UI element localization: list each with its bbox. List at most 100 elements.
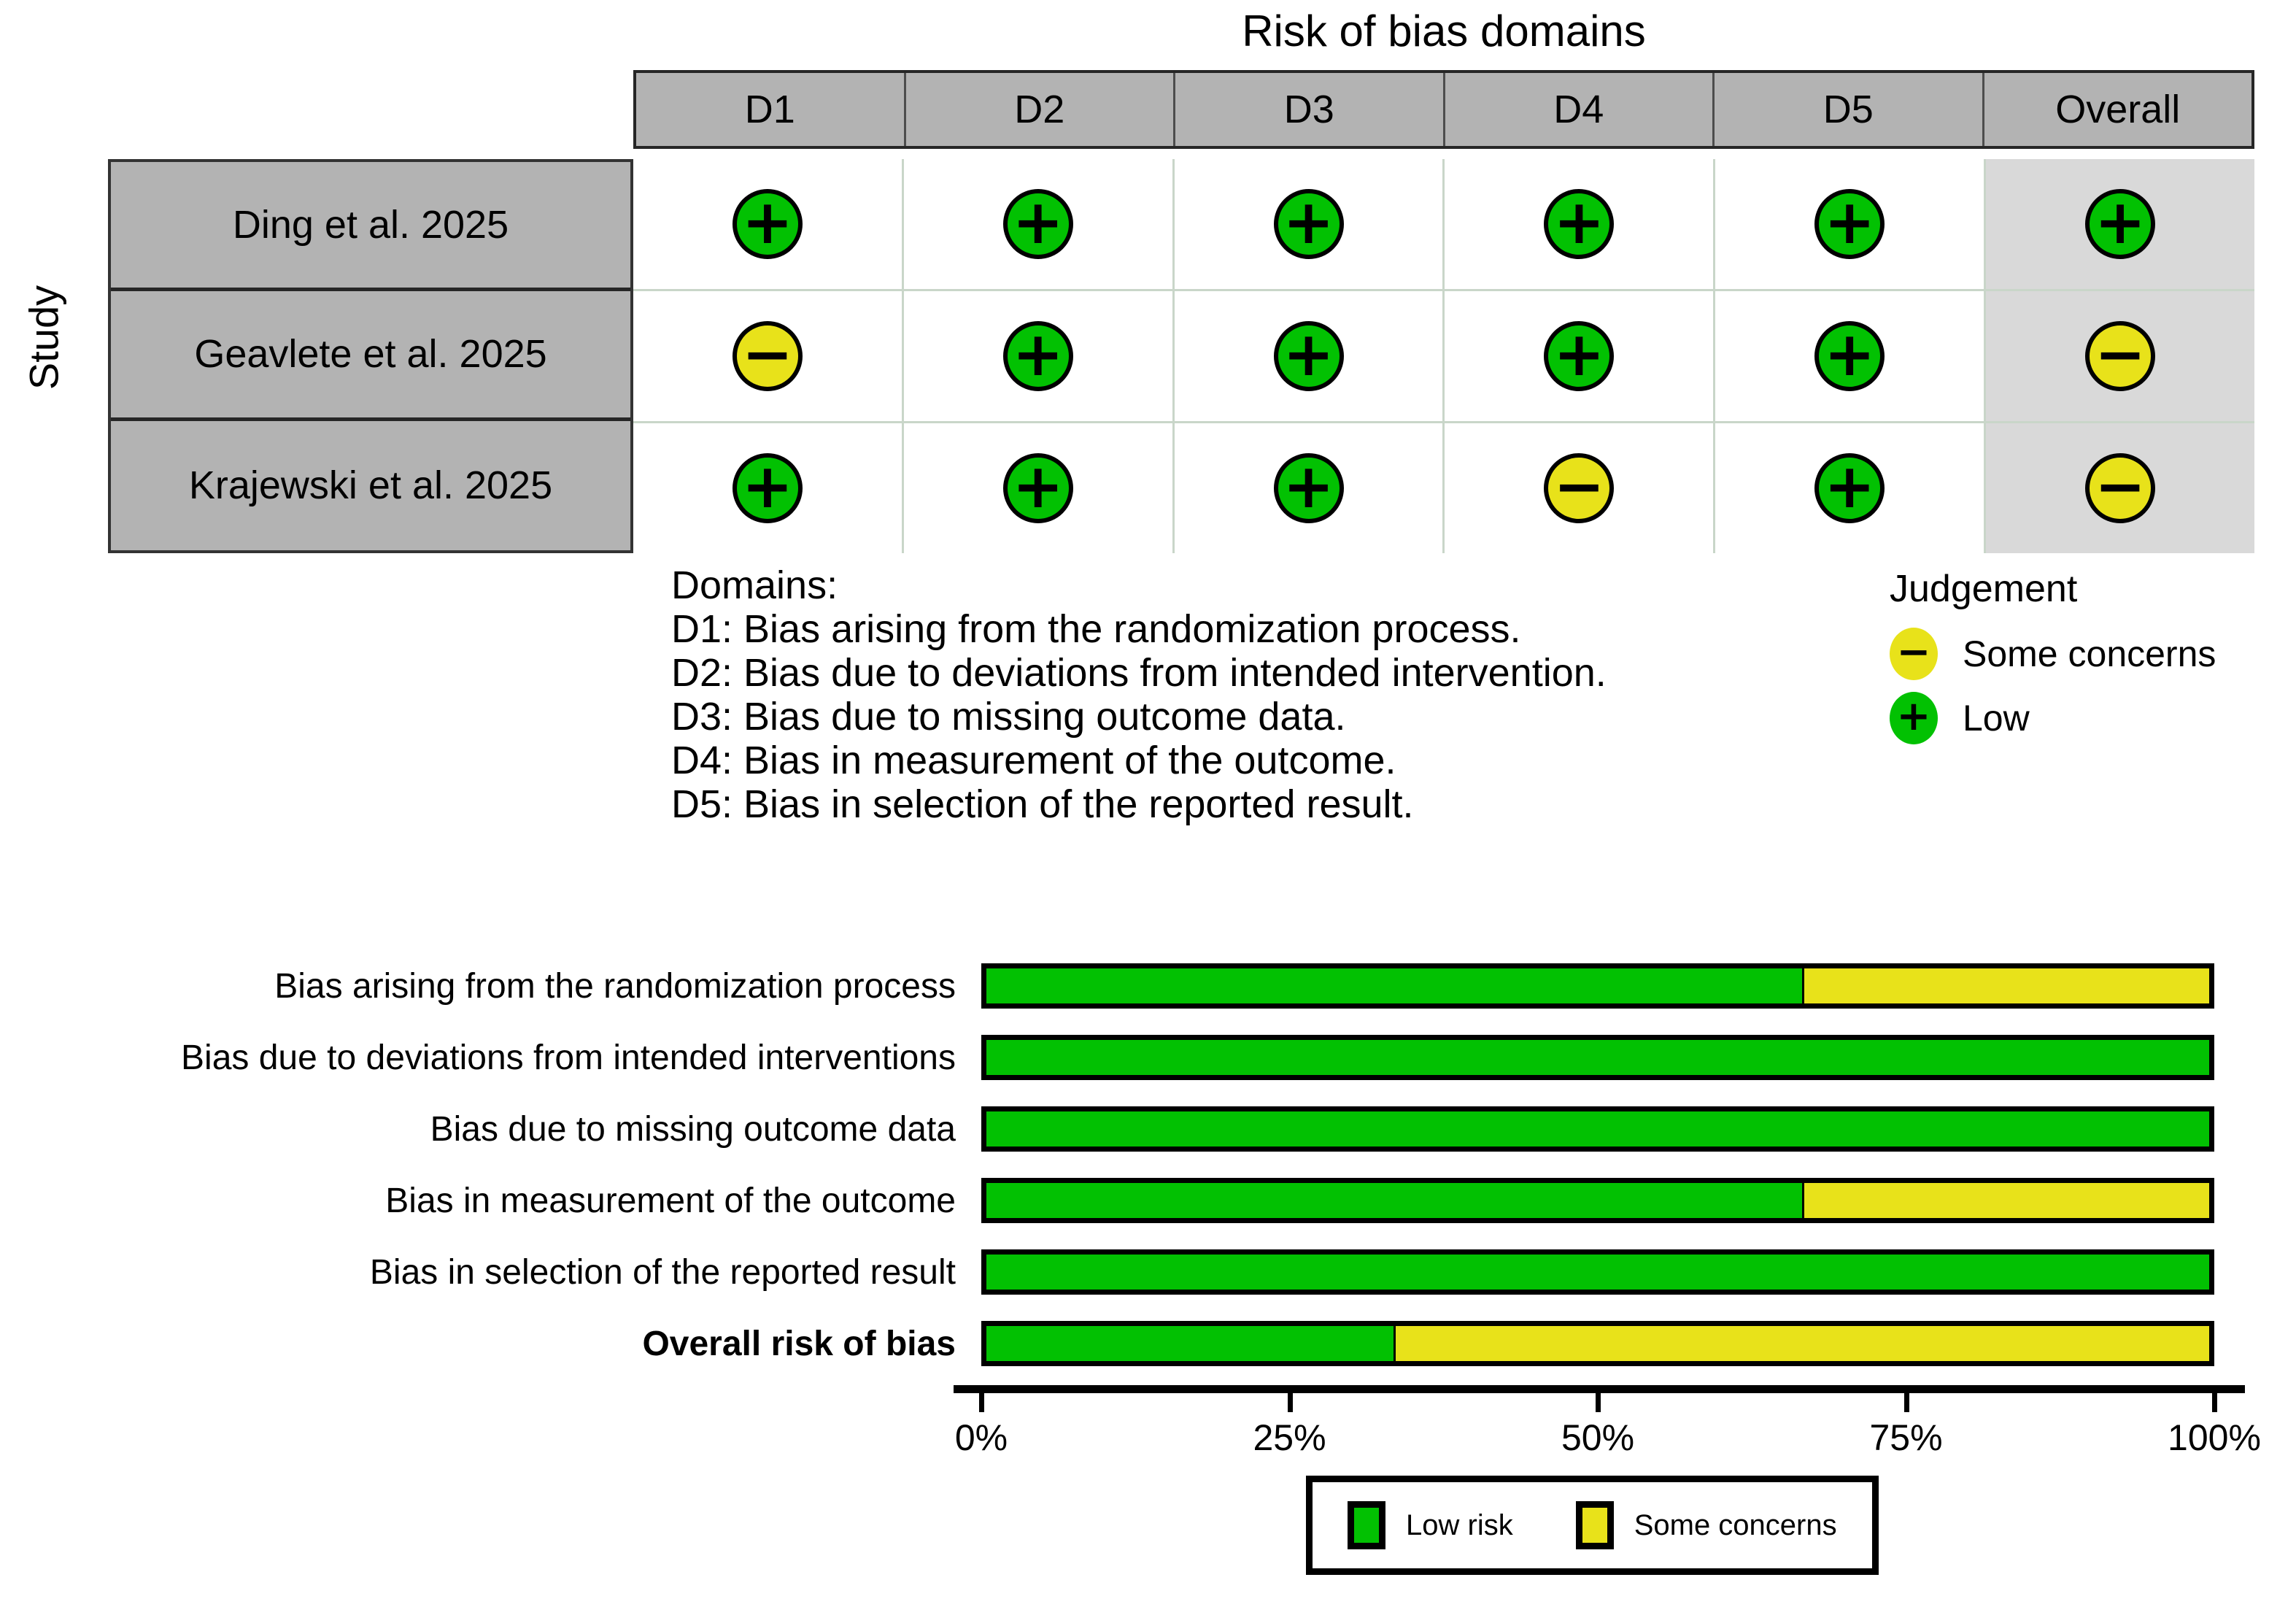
judgement-cell: + [1715, 291, 1984, 423]
domain-key-text: Domains: D1: Bias arising from the rando… [671, 563, 1607, 826]
judgement-cell: + [1174, 423, 1443, 553]
some-concerns-icon: − [732, 321, 803, 391]
bar-legend: Low risk Some concerns [1306, 1476, 1879, 1575]
judgement-cell: + [1715, 159, 1984, 291]
low-risk-icon: + [1002, 321, 1073, 391]
domain-header-d3: D3 [1175, 73, 1445, 146]
x-axis-tick [1903, 1393, 1909, 1412]
judgement-cell: + [633, 159, 902, 291]
judgement-cell: + [1445, 159, 1714, 291]
judgement-cell: + [1715, 423, 1984, 553]
judgement-cell: + [1174, 159, 1443, 291]
traffic-light-title: Risk of bias domains [1242, 7, 1646, 55]
judgement-column-d5: + + + [1715, 159, 1987, 553]
bar-row [981, 1165, 2214, 1236]
judgement-column-d3: + + + [1174, 159, 1445, 553]
stacked-bar [981, 1035, 2214, 1080]
x-axis-line [954, 1385, 2245, 1393]
domain-key-d5: D5: Bias in selection of the reported re… [671, 782, 1414, 826]
bar-row [981, 1236, 2214, 1308]
traffic-light-plot: Risk of bias domains Study D1 D2 D3 D4 D… [20, 7, 2254, 826]
domain-header-overall: Overall [1984, 73, 2251, 146]
judgement-legend-title: Judgement [1890, 568, 2078, 610]
x-axis-tick [1596, 1393, 1601, 1412]
bar-category-label: Bias arising from the randomization proc… [274, 966, 956, 1006]
study-label: Krajewski et al. 2025 [188, 463, 553, 508]
domain-header-d1: D1 [636, 73, 906, 146]
x-axis-tick-label: 75% [1869, 1417, 1943, 1458]
bar-segment-low-risk [986, 968, 1802, 1003]
bar-legend-label: Some concerns [1634, 1508, 1837, 1541]
judgement-legend-item-some: − Some concerns [1890, 622, 2216, 686]
domain-key-d3: D3: Bias due to missing outcome data. [671, 695, 1346, 739]
judgement-column-overall: + − − [1986, 159, 2254, 553]
bar-category-label: Bias in selection of the reported result [369, 1252, 956, 1292]
low-risk-icon: + [1273, 321, 1344, 391]
low-risk-icon: + [1814, 321, 1885, 391]
bar-segment-some-concerns [1394, 1326, 2209, 1361]
judgement-cell: + [1174, 291, 1443, 423]
x-axis-tick-label: 100% [2168, 1417, 2261, 1458]
study-label-column: Ding et al. 2025 Geavlete et al. 2025 Kr… [108, 159, 633, 553]
domain-key-d2: D2: Bias due to deviations from intended… [671, 651, 1607, 695]
domain-header-d2: D2 [905, 73, 1175, 146]
x-axis-tick-labels: 0% 25% 50% 75% 100% [954, 1412, 2261, 1463]
bar-category-labels: Bias arising from the randomization proc… [58, 950, 956, 1379]
bar-series-area [981, 950, 2214, 1379]
judgement-cell: + [633, 423, 902, 553]
x-axis: 0% 25% 50% 75% 100% [954, 1385, 2261, 1463]
bar-legend-item-some: Some concerns [1575, 1501, 1837, 1549]
bar-segment-low-risk [986, 1255, 2209, 1290]
study-label: Geavlete et al. 2025 [111, 291, 630, 421]
bar-legend-item-low: Low risk [1348, 1501, 1513, 1549]
judgement-cell: + [903, 423, 1172, 553]
bar-segment-some-concerns [1801, 968, 2209, 1003]
bar-row [981, 1093, 2214, 1165]
x-axis-tick-label: 50% [1561, 1417, 1635, 1458]
judgement-cell: − [1445, 423, 1714, 553]
low-risk-icon: + [1273, 189, 1344, 259]
some-concerns-icon: − [2085, 321, 2156, 391]
judgement-column-d1: + − + [633, 159, 904, 553]
low-risk-icon: + [1890, 692, 1938, 744]
low-risk-swatch-icon [1348, 1501, 1385, 1549]
bar-category-label: Bias due to missing outcome data [430, 1109, 956, 1149]
bar-row [981, 1308, 2214, 1379]
judgement-column-d2: + + + [903, 159, 1175, 553]
bar-segment-low-risk [986, 1111, 2209, 1147]
stacked-bar [981, 1106, 2214, 1152]
judgement-legend-label: Some concerns [1963, 633, 2216, 674]
low-risk-icon: + [1814, 189, 1885, 259]
bar-segment-low-risk [986, 1183, 1802, 1218]
study-label: Ding et al. 2025 [111, 162, 630, 292]
stacked-bar [981, 1178, 2214, 1223]
x-axis-tick [2212, 1393, 2217, 1412]
low-risk-icon: + [1544, 189, 1615, 259]
bar-legend-label: Low risk [1406, 1508, 1513, 1541]
low-risk-icon: + [1544, 321, 1615, 391]
x-axis-tick-label: 25% [1253, 1417, 1326, 1458]
judgement-cell: + [1986, 159, 2254, 291]
judgement-grid: +−+++++++++−++++−− [633, 159, 2254, 553]
bar-segment-some-concerns [1801, 1183, 2209, 1218]
judgement-legend: Judgement − Some concerns + Low [1890, 568, 2216, 750]
judgement-cell: − [1986, 291, 2254, 423]
some-concerns-icon: − [1544, 453, 1615, 523]
some-concerns-swatch-icon [1575, 1501, 1614, 1549]
domain-key-d4: D4: Bias in measurement of the outcome. [671, 739, 1396, 782]
bar-segment-low-risk [986, 1326, 1394, 1361]
stacked-bar [981, 1321, 2214, 1366]
stacked-bar [981, 963, 2214, 1009]
bar-row [981, 950, 2214, 1022]
x-axis-tick-label: 0% [954, 1417, 1008, 1458]
bar-row [981, 1022, 2214, 1093]
x-axis-tick [979, 1393, 984, 1412]
judgement-cell: + [1445, 291, 1714, 423]
domain-header-d5: D5 [1715, 73, 1984, 146]
low-risk-icon: + [1002, 189, 1073, 259]
low-risk-icon: + [2085, 189, 2156, 259]
study-axis-label: Study [20, 285, 67, 390]
some-concerns-icon: − [2085, 453, 2156, 523]
low-risk-icon: + [1814, 453, 1885, 523]
low-risk-icon: + [732, 189, 803, 259]
